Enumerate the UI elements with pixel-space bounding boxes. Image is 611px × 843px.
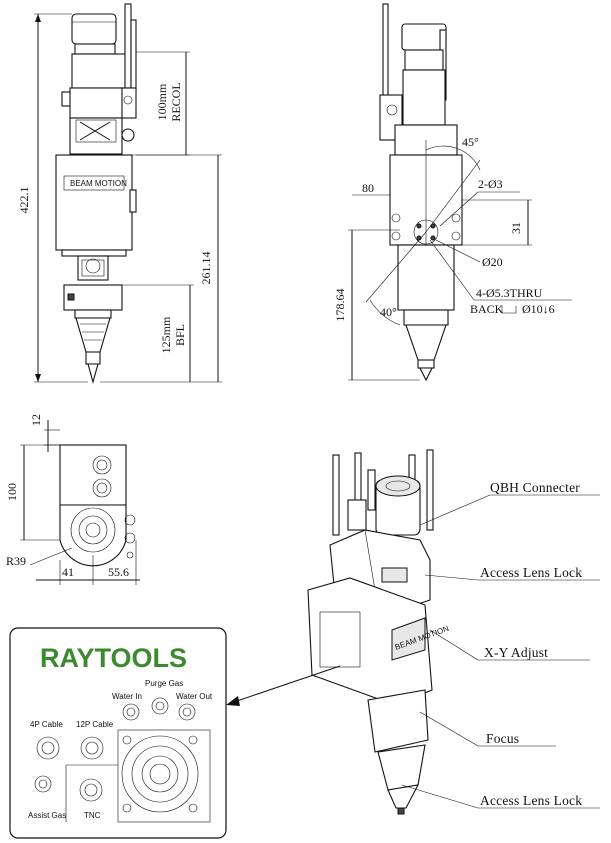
dim-recol-label: RECOL: [169, 82, 183, 121]
dim-back: BACK: [470, 302, 504, 316]
dim-12: 12: [29, 414, 43, 426]
dim-total: 422.1: [17, 187, 31, 214]
dim-phi20: Ø20: [482, 255, 503, 269]
label-water-out: Water Out: [176, 692, 213, 701]
dim-bfl-label: BFL: [173, 324, 187, 346]
label-assist-gas: Assist Gas: [28, 811, 66, 820]
label-purge-gas: Purge Gas: [145, 679, 183, 688]
front-view: BEAM MOTION 422.1 100mm RECOL 261.: [17, 3, 222, 385]
inset-panel: RAYTOOLS Purge Gas Water In Water Out 4P…: [9, 627, 227, 839]
dim-261: 261.14: [199, 252, 213, 285]
dim-31: 31: [509, 222, 523, 234]
beam-motion-badge: BEAM MOTION: [70, 179, 127, 188]
iso-view: BEAM MOTION QBH Connecter Access Lens Lo…: [226, 449, 600, 815]
dim-angle-40: 40°: [380, 305, 397, 319]
dim-41: 41: [62, 565, 74, 579]
label-4p-cable: 4P Cable: [30, 720, 63, 729]
label-12p-cable: 12P Cable: [76, 720, 114, 729]
label-water-in: Water In: [112, 692, 142, 701]
top-view: 12 100 R39 41 55.6: [5, 414, 140, 585]
dim-r39: R39: [6, 554, 26, 568]
dim-angle-45: 45°: [462, 135, 479, 149]
dim-55: 55.6: [108, 565, 129, 579]
callout-xy-adjust: X-Y Adjust: [484, 645, 548, 660]
label-tnc: TNC: [84, 811, 101, 820]
callout-access-lens-lock-top: Access Lens Lock: [480, 565, 582, 580]
raytools-logo: RAYTOOLS: [40, 643, 187, 673]
callout-focus: Focus: [486, 731, 519, 746]
dim-thru: 4-Ø5.3THRU: [476, 286, 543, 300]
dim-back-cb: Ø10↓6: [522, 302, 555, 316]
callout-access-lens-lock-bottom: Access Lens Lock: [480, 793, 582, 808]
dim-recol: 100mm: [155, 83, 169, 120]
dim-178: 178.64: [333, 289, 347, 322]
side-view: 80 45° 2-Ø3 31 Ø20 178.64 40° 4-Ø5.3THRU…: [333, 3, 572, 382]
dim-100: 100: [5, 483, 19, 501]
dim-80: 80: [362, 181, 374, 195]
dim-2-phi3: 2-Ø3: [478, 177, 503, 191]
dim-bfl: 125mm: [159, 316, 173, 353]
callout-qbh: QBH Connecter: [490, 480, 580, 495]
